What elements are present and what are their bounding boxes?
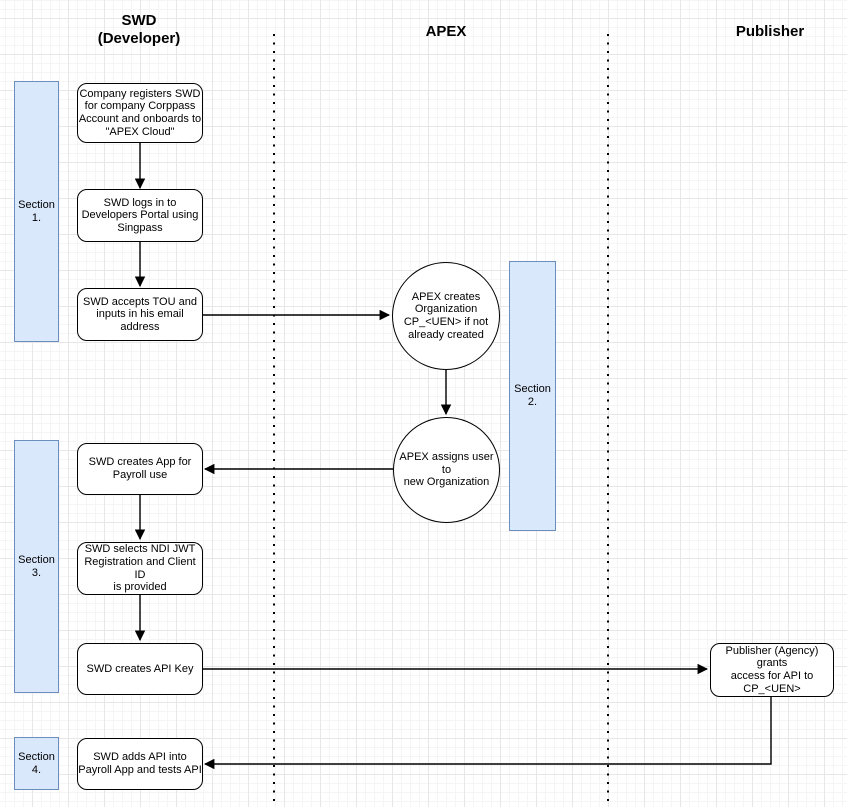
node-add-api-test-label: SWD adds API into Payroll App and tests … [78, 751, 202, 776]
node-login-developers-portal-label: SWD logs in to Developers Portal using S… [81, 196, 199, 234]
node-add-api-test[interactable]: SWD adds API into Payroll App and tests … [77, 738, 203, 790]
node-login-developers-portal[interactable]: SWD logs in to Developers Portal using S… [77, 189, 203, 242]
node-publisher-grant-access[interactable]: Publisher (Agency) grants access for API… [710, 643, 834, 697]
node-create-api-key-label: SWD creates API Key [86, 662, 194, 675]
node-publisher-grant-access-label: Publisher (Agency) grants access for API… [725, 644, 819, 695]
node-accept-tou[interactable]: SWD accepts TOU and inputs in his email … [77, 288, 203, 341]
node-accept-tou-label: SWD accepts TOU and inputs in his email … [83, 295, 197, 333]
lane-header-apex: APEX [425, 23, 467, 40]
lane-header-swd: SWD (Developer) [97, 12, 181, 47]
node-apex-create-org[interactable]: APEX creates Organization CP_<UEN> if no… [392, 262, 500, 370]
node-select-ndi-jwt[interactable]: SWD selects NDI JWT Registration and Cli… [77, 542, 203, 595]
section-2-band[interactable]: Section 2. [509, 261, 556, 531]
section-2-label: Section 2. [514, 383, 551, 408]
section-1-band[interactable]: Section 1. [14, 81, 59, 342]
section-3-band[interactable]: Section 3. [14, 440, 59, 693]
node-apex-assign-user[interactable]: APEX assigns user to new Organization [393, 417, 500, 523]
node-apex-assign-user-label: APEX assigns user to new Organization [399, 451, 494, 489]
section-4-band[interactable]: Section 4. [14, 737, 59, 790]
node-register-swd-label: Company registers SWD for company Corppa… [78, 87, 202, 138]
lane-header-publisher: Publisher [735, 23, 805, 40]
section-4-label: Section 4. [18, 750, 55, 776]
section-3-label: Section 3. [18, 553, 55, 579]
node-create-app-label: SWD creates App for Payroll use [88, 456, 192, 481]
node-select-ndi-jwt-label: SWD selects NDI JWT Registration and Cli… [84, 543, 196, 594]
node-apex-create-org-label: APEX creates Organization CP_<UEN> if no… [403, 290, 489, 341]
node-create-app[interactable]: SWD creates App for Payroll use [77, 443, 203, 495]
section-1-label: Section 1. [18, 198, 55, 224]
connector-publisher-grant-to-add-api [203, 697, 772, 770]
node-register-swd[interactable]: Company registers SWD for company Corppa… [77, 83, 203, 143]
node-create-api-key[interactable]: SWD creates API Key [77, 643, 203, 695]
